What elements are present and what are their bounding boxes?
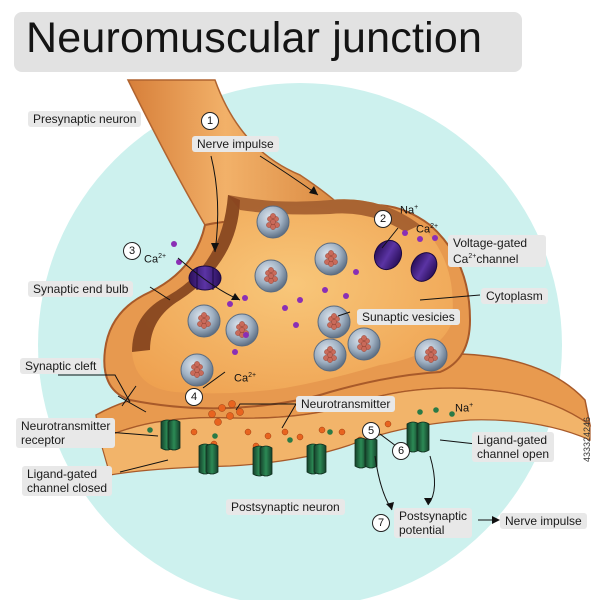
label-ca-lower: Ca2+: [234, 372, 257, 385]
voltage-gated-channel-right-1: [373, 239, 403, 271]
vesicle-neurotransmitter: [327, 346, 333, 352]
ligand-gated-channel-subunit: [416, 421, 430, 453]
vesicle-neurotransmitter: [194, 372, 200, 378]
calcium-ions: [171, 230, 438, 355]
voltage-gated-sup: 2+: [468, 253, 477, 260]
postsynaptic-potential-line1: Postsynaptic: [399, 509, 468, 523]
vesicle-neurotransmitter: [201, 323, 207, 329]
arrowhead-7b: [424, 498, 432, 505]
vesicle-neurotransmitter: [331, 324, 337, 330]
label-ligand-open: Ligand-gated channel open: [472, 432, 555, 462]
synaptic-vesicles: [180, 205, 448, 387]
vesicle-neurotransmitter: [428, 357, 434, 363]
page-title: Neuromuscular junction: [26, 14, 483, 62]
cytoplasm-shadow: [132, 195, 240, 352]
ligand-gated-channel-subunit: [313, 443, 327, 475]
vesicle-neurotransmitter: [361, 346, 367, 352]
cytoplasm-top-shadow: [228, 195, 420, 232]
leader-open: [439, 439, 477, 445]
label-ligand-closed: Ligand-gated channel closed: [22, 466, 113, 496]
vesicle-neurotransmitter: [268, 278, 274, 284]
leader-vesicles: [337, 311, 351, 317]
label-synaptic-cleft: Synaptic cleft: [20, 358, 102, 374]
vesicle-neurotransmitter: [361, 335, 367, 341]
arrowhead-1: [211, 243, 219, 252]
title-box: [14, 12, 522, 72]
cleft-bracket: [117, 385, 147, 413]
postsynaptic-potential-line2: potential: [399, 523, 445, 537]
ligand-gated-channel-subunit: [259, 445, 273, 477]
step-6: 6: [392, 442, 410, 460]
leader-cleft: [58, 374, 131, 403]
ligand-open-line1: Ligand-gated: [477, 433, 548, 447]
label-na-top: Na+: [400, 204, 419, 217]
vesicle-neurotransmitter: [328, 261, 334, 267]
leader-step4: [202, 371, 226, 389]
voltage-gated-channel-left: [188, 265, 222, 291]
ligand-closed-line1: Ligand-gated: [27, 467, 98, 481]
label-synaptic-vesicles: Sunaptic vesicies: [357, 309, 460, 325]
ligand-closed-line2: channel closed: [27, 481, 108, 495]
label-nerve-impulse-top: Nerve impulse: [192, 136, 279, 152]
vesicle-neurotransmitter: [201, 312, 207, 318]
vesicle-neurotransmitter: [270, 213, 276, 219]
label-voltage-gated: Voltage-gated Ca2+channel: [448, 235, 546, 267]
voltage-gated-line2: Ca: [453, 252, 469, 266]
voltage-gated-channel-right-2: [410, 252, 438, 282]
vesicle-neurotransmitter: [239, 321, 245, 327]
label-ca-left: Ca2+: [144, 253, 167, 266]
vesicle-neurotransmitter: [270, 224, 276, 230]
label-na-right: Na+: [455, 402, 474, 415]
step-4: 4: [185, 388, 203, 406]
arrow-step7-b: [427, 455, 435, 506]
leader-cytoplasm: [419, 294, 481, 301]
watermark-id: 433324246: [582, 416, 592, 462]
label-cytoplasm: Cytoplasm: [481, 288, 548, 304]
vesicle-neurotransmitter: [331, 313, 337, 319]
label-synaptic-end-bulb: Synaptic end bulb: [28, 281, 134, 297]
nt-receptor-line1: Neurotransmitter: [21, 419, 111, 433]
leader-neurotransmitter: [235, 403, 297, 429]
step-7: 7: [372, 514, 390, 532]
step-5: 5: [362, 422, 380, 440]
ligand-gated-channel-subunit: [364, 437, 378, 469]
step-3: 3: [123, 242, 141, 260]
arrowhead-2: [309, 186, 318, 195]
nt-receptor-line2: receptor: [21, 433, 66, 447]
leader-receptor: [107, 431, 159, 437]
leader-closed: [119, 459, 169, 473]
label-nerve-impulse-bottom: Nerve impulse: [500, 513, 587, 529]
voltage-gated-line2-rest: channel: [476, 252, 519, 266]
vesicle-neurotransmitter: [268, 267, 274, 273]
ligand-gated-channel-subunit: [167, 419, 181, 451]
step-2: 2: [374, 210, 392, 228]
arrow-nerve-impulse-1: [210, 155, 219, 253]
label-presynaptic-neuron: Presynaptic neuron: [28, 111, 142, 127]
vesicle-neurotransmitter: [194, 361, 200, 367]
arrowhead-bottom: [492, 516, 500, 524]
ligand-open-line2: channel open: [477, 447, 550, 461]
voltage-gated-line1: Voltage-gated: [453, 236, 528, 250]
ligand-gated-channel-subunit: [205, 443, 219, 475]
step-1: 1: [201, 112, 219, 130]
vesicle-neurotransmitter: [327, 357, 333, 363]
vesicle-neurotransmitter: [428, 346, 434, 352]
vesicle-neurotransmitter: [328, 250, 334, 256]
leader-end-bulb: [149, 286, 171, 301]
label-neurotransmitter-receptor: Neurotransmitter receptor: [16, 418, 116, 448]
arrowhead-7a: [386, 502, 394, 510]
arrow-step2: [381, 227, 399, 249]
label-postsynaptic-potential: Postsynaptic potential: [394, 508, 473, 538]
label-neurotransmitter: Neurotransmitter: [296, 396, 396, 412]
label-ca-top: Ca2+: [416, 223, 439, 236]
label-postsynaptic-neuron: Postsynaptic neuron: [226, 499, 345, 515]
arrowhead-3: [231, 293, 240, 300]
